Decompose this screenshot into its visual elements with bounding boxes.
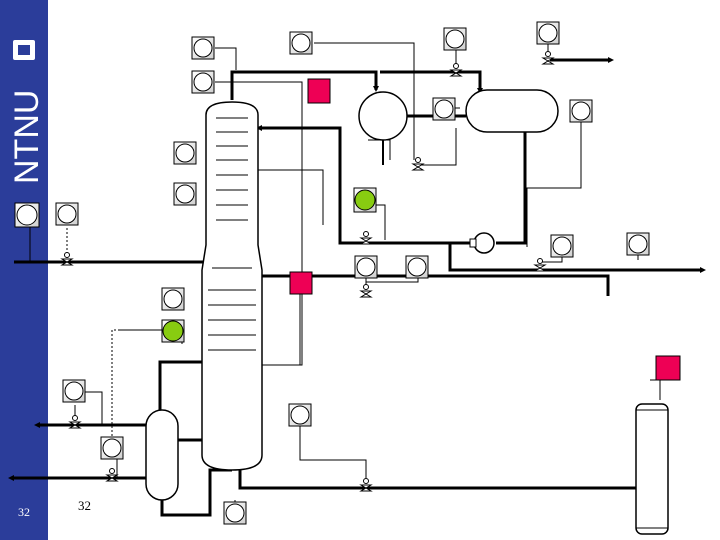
slide-number: 32 [18, 505, 30, 519]
instrument[interactable] [626, 232, 650, 256]
valve[interactable] [60, 252, 74, 266]
valve[interactable] [411, 157, 425, 171]
storage-tank [635, 403, 669, 535]
instrument[interactable] [173, 182, 197, 206]
instrument[interactable] [288, 403, 312, 427]
instrument[interactable] [550, 234, 574, 258]
instrument[interactable] [223, 501, 247, 525]
valve[interactable] [68, 415, 82, 429]
valve[interactable] [359, 284, 373, 298]
instrument[interactable] [443, 27, 467, 51]
signal-lines [29, 35, 661, 512]
instrument[interactable] [161, 287, 185, 311]
instrument[interactable] [191, 70, 215, 94]
green-indicator[interactable] [353, 187, 377, 213]
instrument[interactable] [354, 255, 378, 279]
red-indicator[interactable] [289, 271, 313, 295]
sidebar: NTNU 32 [0, 0, 48, 540]
svg-text:NTNU: NTNU [8, 90, 46, 184]
reflux-drum [465, 89, 559, 133]
instrument[interactable] [191, 36, 215, 60]
condenser [358, 91, 408, 165]
instrument[interactable] [289, 31, 313, 55]
instruments [14, 21, 681, 525]
valves [60, 51, 555, 492]
page-label: 32 [78, 498, 91, 513]
instrument[interactable] [536, 21, 560, 45]
valve[interactable] [541, 51, 555, 65]
instrument[interactable] [62, 379, 86, 403]
instrument[interactable] [100, 436, 124, 460]
red-indicator[interactable] [655, 355, 681, 381]
reboiler [145, 409, 179, 501]
red-indicator[interactable] [307, 78, 331, 104]
instrument[interactable] [405, 255, 429, 279]
valve[interactable] [105, 468, 119, 482]
valve[interactable] [449, 63, 463, 77]
ntnu-logo: NTNU [8, 40, 46, 184]
instrument[interactable] [55, 202, 79, 226]
green-indicator[interactable] [161, 319, 185, 343]
instrument[interactable] [173, 141, 197, 165]
reflux-pump [469, 232, 495, 254]
valve[interactable] [359, 478, 373, 492]
instrument[interactable] [432, 97, 456, 121]
instrument[interactable] [569, 99, 593, 123]
instrument[interactable] [14, 202, 40, 228]
distillation-column [201, 101, 263, 471]
valve[interactable] [533, 258, 547, 272]
valve[interactable] [359, 231, 373, 245]
